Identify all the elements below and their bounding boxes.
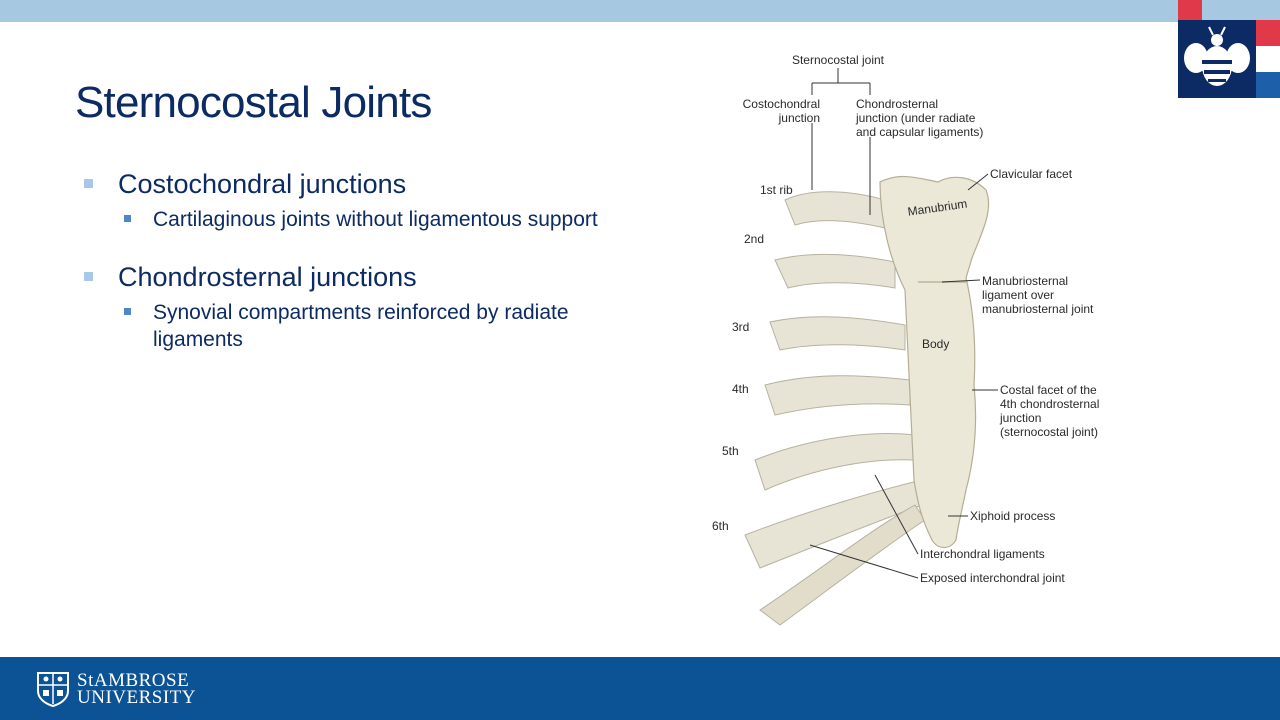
- label-manubriosternal-line1: Manubriosternal: [982, 274, 1068, 288]
- university-logo: StAMBROSE UNIVERSITY: [36, 671, 196, 707]
- label-body: Body: [922, 337, 949, 351]
- bullet-costochondral: Costochondral junctions: [82, 166, 642, 202]
- bee-icon: [1178, 0, 1280, 98]
- label-clavicular-facet: Clavicular facet: [990, 167, 1073, 181]
- label-rib-3: 3rd: [732, 320, 749, 334]
- label-costal-facet-line3: junction: [999, 411, 1041, 425]
- sternum-illustration: Sternocostal joint Costochondral junctio…: [712, 53, 1099, 626]
- bullet-list: Costochondral junctions Cartilaginous jo…: [82, 166, 642, 379]
- label-manubriosternal-line2: ligament over: [982, 288, 1054, 302]
- university-name: StAMBROSE UNIVERSITY: [77, 670, 196, 708]
- label-exposed-interchondral-joint: Exposed interchondral joint: [920, 571, 1065, 585]
- label-chondrosternal-line3: and capsular ligaments): [856, 125, 983, 139]
- university-name-line1: StAMBROSE: [77, 670, 190, 691]
- sternum: [879, 175, 990, 549]
- label-sternocostal-joint: Sternocostal joint: [792, 53, 885, 67]
- label-interchondral-ligaments: Interchondral ligaments: [920, 547, 1045, 561]
- sub-bullet-costochondral: Cartilaginous joints without ligamentous…: [82, 206, 642, 233]
- label-chondrosternal-line1: Chondrosternal: [856, 97, 938, 111]
- label-rib-4: 4th: [732, 382, 749, 396]
- label-rib-5: 5th: [722, 444, 739, 458]
- label-costochondral-line1: Costochondral: [743, 97, 820, 111]
- label-xiphoid-process: Xiphoid process: [970, 509, 1055, 523]
- label-costochondral-line2: junction: [778, 111, 820, 125]
- top-accent-bar: [0, 0, 1280, 22]
- label-costal-facet-line1: Costal facet of the: [1000, 383, 1097, 397]
- crest-icon: [37, 672, 69, 707]
- label-rib-2: 2nd: [744, 232, 764, 246]
- sternocostal-bracket: [811, 68, 871, 95]
- label-rib-1: 1st rib: [760, 183, 793, 197]
- label-costal-facet-line4: (sternocostal joint): [1000, 425, 1098, 439]
- label-chondrosternal-line2: junction (under radiate: [855, 111, 976, 125]
- footer-bar: StAMBROSE UNIVERSITY: [0, 657, 1280, 720]
- label-manubriosternal-line3: manubriosternal joint: [982, 302, 1094, 316]
- leader-lines: [809, 123, 998, 579]
- slide-title: Sternocostal Joints: [75, 78, 432, 127]
- bullet-chondrosternal: Chondrosternal junctions: [82, 259, 642, 295]
- ribs: [744, 191, 926, 626]
- label-costal-facet-line2: 4th chondrosternal: [1000, 397, 1099, 411]
- university-name-line2: UNIVERSITY: [77, 687, 196, 708]
- label-rib-6: 6th: [712, 519, 729, 533]
- sub-bullet-chondrosternal: Synovial compartments reinforced by radi…: [82, 299, 642, 353]
